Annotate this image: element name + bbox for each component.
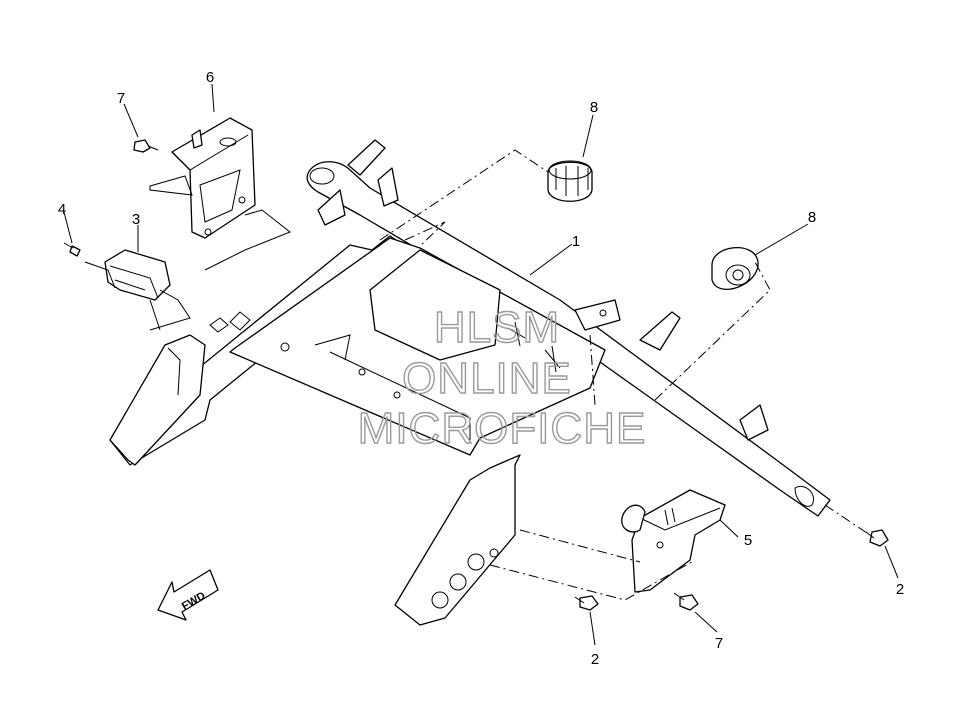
upper-bracket [171, 117, 256, 239]
main-frame [109, 139, 831, 626]
grommet-right [711, 247, 759, 290]
assembly-lines [84, 149, 871, 601]
watermark: HLSM ONLINE MICROFICHE [357, 302, 647, 453]
lower-bracket [621, 489, 726, 593]
watermark-line2: ONLINE [402, 354, 572, 403]
leader-lines [63, 83, 899, 646]
bolt-lower [574, 595, 599, 611]
bolt-right [865, 529, 889, 547]
watermark-line3: MICROFICHE [358, 404, 647, 453]
callout-8-right: 8 [808, 209, 816, 226]
callout-5: 5 [744, 532, 752, 549]
callout-2-right: 2 [896, 581, 904, 598]
callout-4: 4 [58, 201, 66, 218]
fwd-arrow: FWD [157, 569, 219, 621]
callout-7-lower: 7 [715, 635, 723, 652]
callout-3: 3 [132, 211, 140, 228]
callout-6: 6 [206, 69, 214, 86]
bolt-upper [133, 139, 159, 153]
callout-1: 1 [572, 233, 580, 250]
callout-8-upper: 8 [590, 99, 598, 116]
grommet-upper [547, 160, 593, 202]
callout-7-upper: 7 [117, 90, 125, 107]
callout-2-lower: 2 [591, 651, 599, 668]
small-screw [63, 242, 81, 257]
bolt-lower-7 [673, 592, 699, 611]
callouts: 6 7 4 3 8 8 1 5 2 2 7 [58, 69, 904, 668]
clip-bracket [104, 249, 171, 301]
watermark-line1: HLSM [434, 303, 560, 352]
